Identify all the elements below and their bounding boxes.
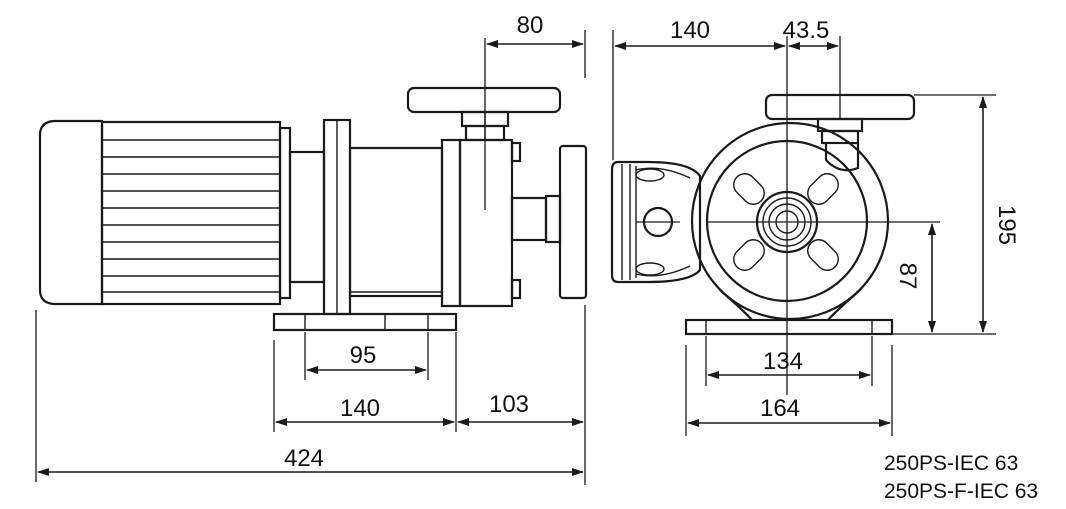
dim-87: 87 [894, 263, 921, 290]
dim-140-foot: 140 [340, 395, 380, 422]
dim-80: 80 [517, 12, 544, 39]
pump-casing [440, 138, 588, 308]
dim-164: 164 [760, 395, 800, 422]
front-base [684, 318, 894, 336]
base-foot [272, 312, 458, 332]
motor [38, 119, 326, 306]
front-dimensions: 140 43.5 195 87 134 164 [612, 17, 1020, 436]
dim-134: 134 [763, 348, 803, 375]
dim-140-inlet: 140 [670, 17, 710, 44]
side-view [38, 38, 588, 332]
bracket [322, 118, 444, 316]
model-label-2: 250PS-F-IEC 63 [884, 480, 1039, 503]
side-dimensions: 80 95 140 103 424 [35, 12, 586, 485]
suction-nozzle [610, 160, 702, 284]
model-label-1: 250PS-IEC 63 [884, 452, 1019, 475]
outlet [406, 86, 562, 142]
dim-195: 195 [993, 205, 1020, 245]
front-view [610, 36, 940, 395]
dim-103: 103 [489, 391, 529, 418]
dim-43-5: 43.5 [783, 17, 830, 44]
dim-95: 95 [350, 342, 377, 369]
dim-424: 424 [284, 445, 324, 472]
